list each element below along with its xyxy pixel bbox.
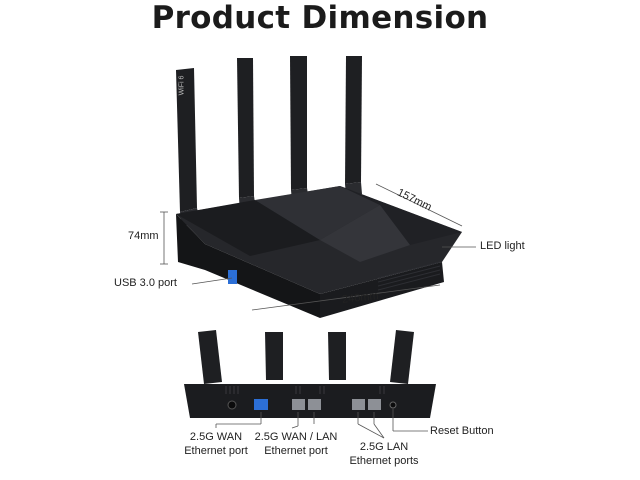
wanlan-label-line2: Ethernet port — [264, 445, 328, 457]
dimension-lines — [160, 183, 476, 311]
reset-hole — [389, 401, 397, 409]
vent-grille — [377, 261, 441, 291]
antenna-4 — [345, 56, 362, 196]
wanlan-label: 2.5G WAN / LAN Ethernet port — [248, 430, 344, 458]
antenna-3 — [290, 56, 309, 202]
lan-port-1 — [352, 399, 365, 410]
rear-callouts — [215, 409, 428, 439]
antenna-2 — [237, 58, 256, 212]
antenna-badge: WiFi 6 — [178, 75, 186, 96]
wan-label: 2.5G WAN Ethernet port — [176, 430, 256, 458]
usb-label: USB 3.0 port — [114, 277, 177, 289]
rear-view — [184, 330, 436, 418]
wan-label-line1: 2.5G WAN — [189, 431, 243, 443]
wanlan-label-line1: 2.5G WAN / LAN — [254, 431, 338, 443]
lan-label-line2: Ethernet ports — [349, 455, 419, 467]
router-body — [176, 186, 462, 318]
usb-port — [228, 270, 237, 284]
lan-port-2 — [368, 399, 381, 410]
wanlan-port-2 — [308, 399, 321, 410]
height-label: 74mm — [128, 230, 159, 242]
lan-label-line1: 2.5G LAN — [359, 441, 409, 453]
reset-label: Reset Button — [430, 425, 494, 437]
depth-line — [375, 183, 463, 227]
page-title: Product Dimension — [151, 0, 489, 36]
wanlan-port-1 — [292, 399, 305, 410]
wan-port — [254, 399, 268, 410]
power-port — [227, 400, 237, 410]
usb-callout — [191, 277, 233, 285]
led-label: LED light — [480, 240, 525, 252]
wan-label-line2: Ethernet port — [184, 445, 248, 457]
lan-label: 2.5G LAN Ethernet ports — [342, 440, 426, 468]
width-line — [251, 284, 441, 311]
